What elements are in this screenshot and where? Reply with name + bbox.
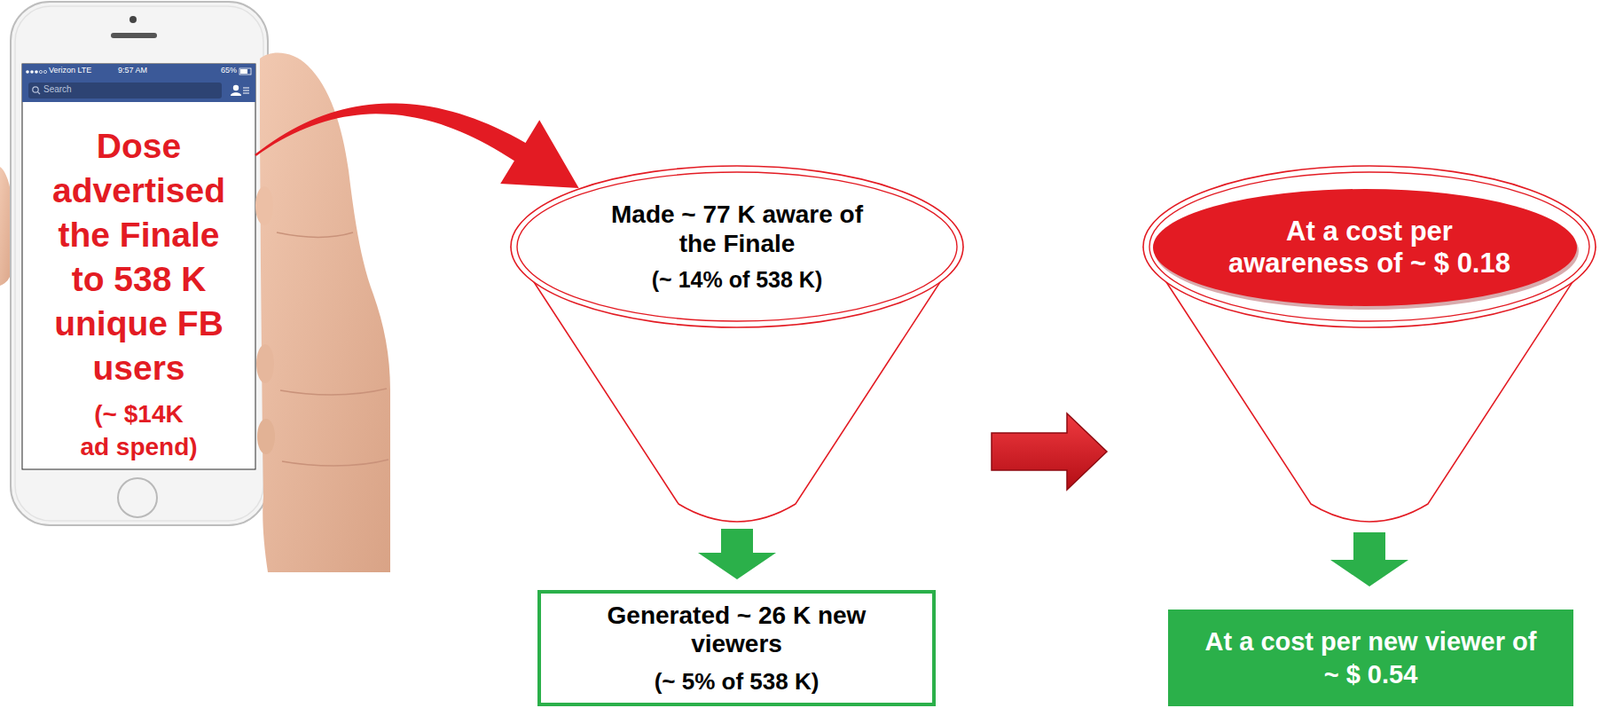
home-button (117, 478, 157, 518)
signal-dot (43, 70, 47, 73)
awareness-funnel: Made ~ 77 K aware of the Finale (~ 14% of… (509, 164, 965, 526)
result-box: Generated ~ 26 K new viewers (~ 5% of 538… (537, 589, 936, 706)
funnel-inner-rim (517, 172, 957, 322)
node-body: At a cost per awareness of ~ $ 0.18 (1142, 188, 1597, 306)
hand (259, 52, 391, 573)
clock-label: 9:57 AM (117, 66, 148, 76)
search-icon (37, 91, 40, 95)
fingertip (256, 344, 275, 384)
search-icon (32, 86, 39, 93)
cost-funnel: At a cost per awareness of ~ $ 0.18 (1142, 164, 1597, 526)
node-body: At a cost per new viewer of ~ $ 0.54 (1168, 609, 1574, 706)
funnel-note: (~ 14% of 538 K) (651, 265, 823, 294)
battery-label: 65% (220, 66, 237, 76)
clock-label-holder: 9:57 AM (117, 66, 148, 76)
search-placeholder: Search (43, 84, 72, 95)
battery-level (240, 69, 248, 74)
app-header (22, 63, 256, 102)
fingertip (255, 186, 274, 226)
cost-heading: At a cost per awareness of ~ $ 0.18 (1221, 215, 1519, 280)
ad-screen: Dose advertised the Finale to 538 K uniq… (22, 101, 256, 470)
ad-spend-note: (~ $14K ad spend) (78, 397, 200, 463)
funnel-inner-rim (1149, 172, 1590, 322)
funnel-heading: Made ~ 77 K aware of the Finale (606, 199, 869, 259)
search-field (28, 82, 222, 99)
carrier-label: Verizon LTE (48, 66, 92, 76)
node-body: Made ~ 77 K aware of the Finale (~ 14% of… (509, 164, 965, 329)
search-placeholder-holder: Search (43, 84, 72, 95)
highlight-ellipse (1152, 188, 1577, 306)
speaker (110, 32, 157, 39)
block-arrow (991, 413, 1107, 490)
phone-body (10, 1, 268, 526)
friends-icon (243, 87, 250, 94)
signal-dot (39, 70, 42, 73)
down-arrow (1330, 532, 1409, 587)
signal-dot (25, 70, 30, 74)
fingertip (257, 418, 275, 455)
curved-arrow (254, 102, 579, 189)
result-heading: Generated ~ 26 K new viewers (590, 601, 884, 659)
funnel-rim (1143, 165, 1596, 328)
cost-result: At a cost per new viewer of ~ $ 0.54 (1200, 625, 1543, 691)
camera (129, 15, 137, 24)
phone-bezel (15, 6, 264, 521)
battery-icon (239, 68, 251, 75)
cost-box: At a cost per new viewer of ~ $ 0.54 (1168, 609, 1574, 706)
result-note: (~ 5% of 538 K) (654, 666, 820, 696)
friends-icon (230, 92, 242, 96)
ad-headline: Dose advertised the Finale to 538 K uniq… (47, 124, 230, 391)
signal-dot (34, 70, 39, 74)
phone-screen (22, 63, 256, 470)
down-arrow (698, 528, 777, 580)
funnel-rim (510, 165, 964, 328)
carrier-label-holder: Verizon LTE (48, 66, 92, 76)
finger-crease (276, 232, 389, 466)
signal-dot (30, 70, 34, 74)
node-body: Generated ~ 26 K new viewers (~ 5% of 538… (541, 593, 933, 703)
friends-icon (233, 85, 239, 91)
battery-label-holder: 65% (220, 66, 237, 76)
node-body: Dose advertised the Finale to 538 K uniq… (22, 124, 256, 463)
